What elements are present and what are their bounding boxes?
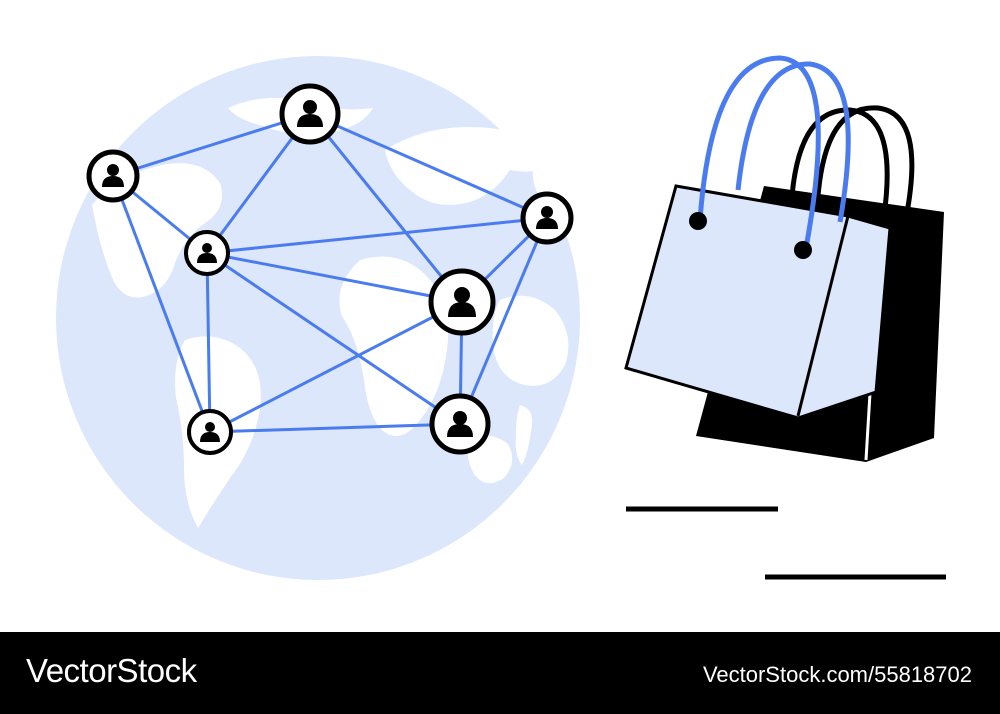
shopping-bag-icon: [624, 55, 944, 462]
brand-logo-text: VectorStock: [26, 652, 197, 689]
person-icon: [536, 206, 558, 229]
globe-icon: [56, 56, 580, 580]
image-id-text: VectorStock.com/55818702: [702, 662, 972, 687]
person-icon: [297, 100, 323, 127]
person-node: [429, 393, 491, 455]
person-node: [187, 409, 233, 455]
illustration: [56, 55, 946, 580]
person-node: [86, 149, 140, 203]
person-node: [279, 83, 341, 145]
person-icon: [448, 287, 476, 317]
person-node: [428, 268, 496, 336]
person-icon: [200, 422, 220, 442]
person-icon: [197, 243, 217, 263]
person-icon: [447, 411, 473, 437]
person-node: [520, 191, 574, 245]
person-icon: [102, 164, 124, 187]
person-node: [184, 230, 230, 276]
watermark-footer: VectorStock VectorStock.com/55818702: [0, 632, 1000, 714]
